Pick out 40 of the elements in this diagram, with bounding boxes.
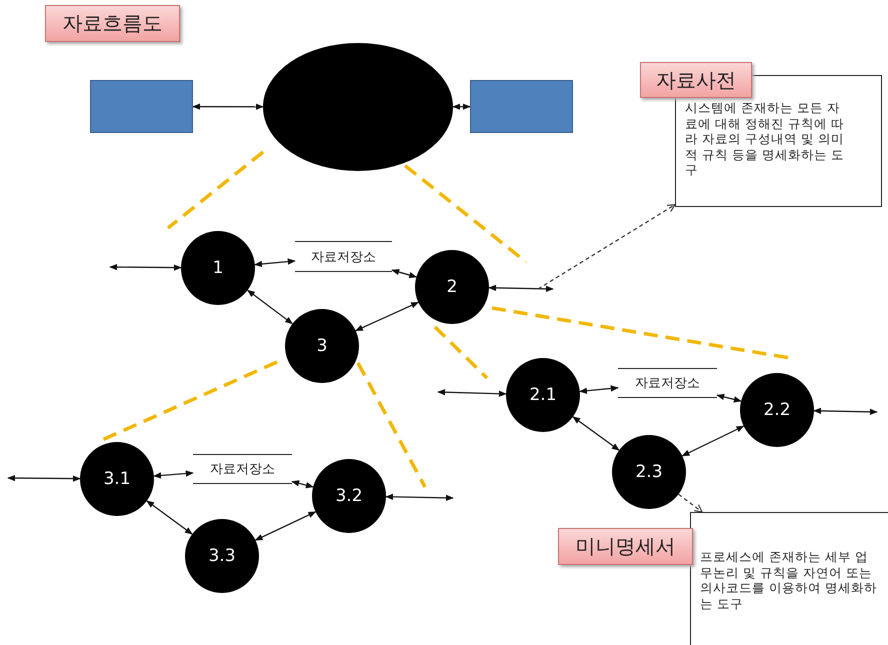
arrow (437, 389, 507, 397)
arrow (254, 511, 316, 541)
process-circle: 2 (415, 250, 489, 324)
arrow (192, 103, 264, 110)
arrow (246, 290, 294, 324)
arrow (813, 408, 878, 416)
process-circle: 3.1 (80, 442, 154, 516)
arrow (254, 258, 296, 268)
dashed-arrow (678, 494, 703, 513)
arrow (572, 416, 620, 451)
data-store: 자료저장소 (295, 241, 392, 272)
arrow (385, 494, 454, 502)
process-circle: 2.2 (740, 373, 814, 447)
title-box: 자료사전 (640, 62, 752, 98)
arrow (153, 470, 194, 479)
dashed-arrow (538, 204, 676, 290)
process-circle: 3.2 (312, 459, 386, 533)
arrow (291, 480, 314, 488)
title-box: 자료흐름도 (45, 5, 180, 42)
arrow (109, 264, 182, 271)
process-circle: 3.3 (185, 519, 259, 593)
data-sink-box (470, 80, 573, 133)
title-box: 미니명세서 (558, 528, 693, 565)
description-box: 프로세스에 존재하는 세부 업무논리 및 규칙을 자연어 또는 의사코드를 이용하여 명세화하는 도구 (690, 512, 888, 645)
data-store: 자료저장소 (193, 454, 292, 484)
arrow (579, 385, 619, 394)
arrow (452, 103, 471, 110)
arrow (391, 269, 418, 278)
arrow (146, 500, 193, 535)
arrow (7, 474, 81, 482)
data-store: 자료저장소 (618, 368, 717, 398)
data-source-box (90, 80, 193, 133)
arrow (488, 284, 554, 292)
arrow (716, 394, 742, 403)
arrow (354, 302, 420, 332)
process-circle: 2.3 (612, 435, 686, 509)
process-circle: 1 (181, 231, 255, 305)
process-circle: 2.1 (506, 358, 580, 432)
process-circle: 3 (285, 309, 359, 383)
arrow (682, 426, 744, 456)
